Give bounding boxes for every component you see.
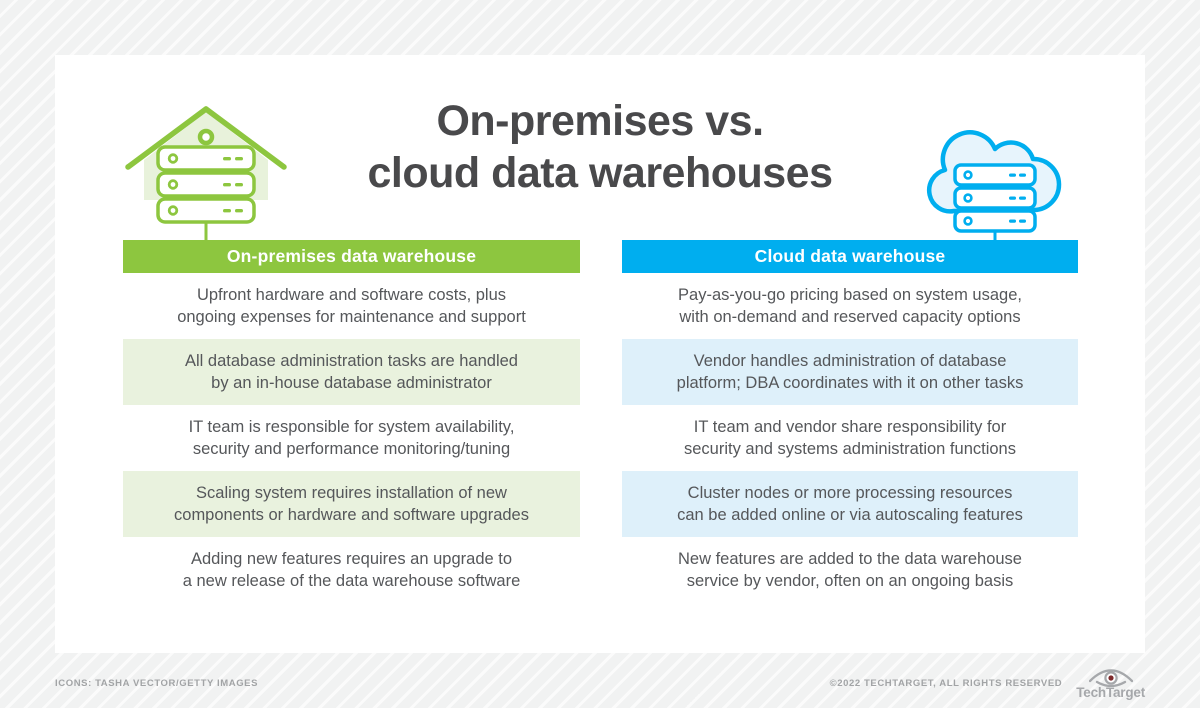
- row-text-line: All database administration tasks are ha…: [185, 352, 518, 370]
- title-line-1: On-premises vs.: [436, 97, 764, 145]
- column-on-premises: On-premises data warehouse Upfront hardw…: [123, 240, 580, 603]
- cloud-row-features: New features are added to the data wareh…: [622, 537, 1078, 603]
- row-text-line: Cluster nodes or more processing resourc…: [687, 484, 1013, 502]
- footer-right-group: ©2022 TECHTARGET, ALL RIGHTS RESERVED Te…: [830, 667, 1145, 700]
- cloud-row-costs: Pay-as-you-go pricing based on system us…: [622, 273, 1078, 339]
- eye-icon: [1088, 669, 1133, 687]
- house-with-servers-icon: [125, 106, 287, 240]
- row-text-line: platform; DBA coordinates with it on oth…: [676, 374, 1024, 392]
- row-text-line: Pay-as-you-go pricing based on system us…: [678, 286, 1022, 304]
- row-text-line: Vendor handles administration of databas…: [693, 352, 1007, 370]
- row-text-line: components or hardware and software upgr…: [174, 506, 529, 524]
- on-premises-row-administration: All database administration tasks are ha…: [123, 339, 580, 405]
- row-text-line: IT team is responsible for system availa…: [188, 418, 515, 436]
- cloud-row-administration: Vendor handles administration of databas…: [622, 339, 1078, 405]
- cloud-column-header: Cloud data warehouse: [622, 240, 1078, 273]
- techtarget-logo: TechTarget: [1076, 667, 1145, 700]
- icons-credit-text: ICONS: TASHA VECTOR/GETTY IMAGES: [55, 677, 259, 689]
- row-text-line: by an in-house database administrator: [211, 374, 492, 392]
- on-premises-row-responsibility: IT team is responsible for system availa…: [123, 405, 580, 471]
- on-premises-row-costs: Upfront hardware and software costs, plu…: [123, 273, 580, 339]
- copyright-text: ©2022 TECHTARGET, ALL RIGHTS RESERVED: [829, 677, 1063, 689]
- on-premises-row-features: Adding new features requires an upgrade …: [123, 537, 580, 603]
- row-text-line: with on-demand and reserved capacity opt…: [679, 308, 1021, 326]
- on-premises-column-header: On-premises data warehouse: [123, 240, 580, 273]
- infographic-card: On-premises vs. cloud data warehouses: [55, 55, 1145, 653]
- cloud-row-scaling: Cluster nodes or more processing resourc…: [622, 471, 1078, 537]
- row-text-line: Scaling system requires installation of …: [196, 484, 507, 502]
- row-text-line: can be added online or via autoscaling f…: [677, 506, 1023, 524]
- row-text-line: service by vendor, often on an ongoing b…: [686, 572, 1014, 590]
- row-text-line: IT team and vendor share responsibility …: [693, 418, 1007, 436]
- row-text-line: Upfront hardware and software costs, plu…: [196, 286, 507, 304]
- row-text-line: Adding new features requires an upgrade …: [190, 550, 513, 568]
- on-premises-row-scaling: Scaling system requires installation of …: [123, 471, 580, 537]
- title-line-2: cloud data warehouses: [367, 149, 833, 197]
- row-text-line: New features are added to the data wareh…: [678, 550, 1022, 568]
- row-text-line: security and performance monitoring/tuni…: [192, 440, 511, 458]
- row-text-line: a new release of the data warehouse soft…: [182, 572, 521, 590]
- cloud-row-responsibility: IT team and vendor share responsibility …: [622, 405, 1078, 471]
- cloud-with-servers-icon: [926, 130, 1062, 240]
- techtarget-wordmark: TechTarget: [1076, 684, 1145, 700]
- page-title: On-premises vs. cloud data warehouses: [55, 95, 1145, 199]
- row-text-line: security and systems administration func…: [684, 440, 1016, 458]
- column-cloud: Cloud data warehouse Pay-as-you-go prici…: [622, 240, 1078, 603]
- footer: ICONS: TASHA VECTOR/GETTY IMAGES ©2022 T…: [55, 662, 1145, 704]
- row-text-line: ongoing expenses for maintenance and sup…: [177, 308, 526, 326]
